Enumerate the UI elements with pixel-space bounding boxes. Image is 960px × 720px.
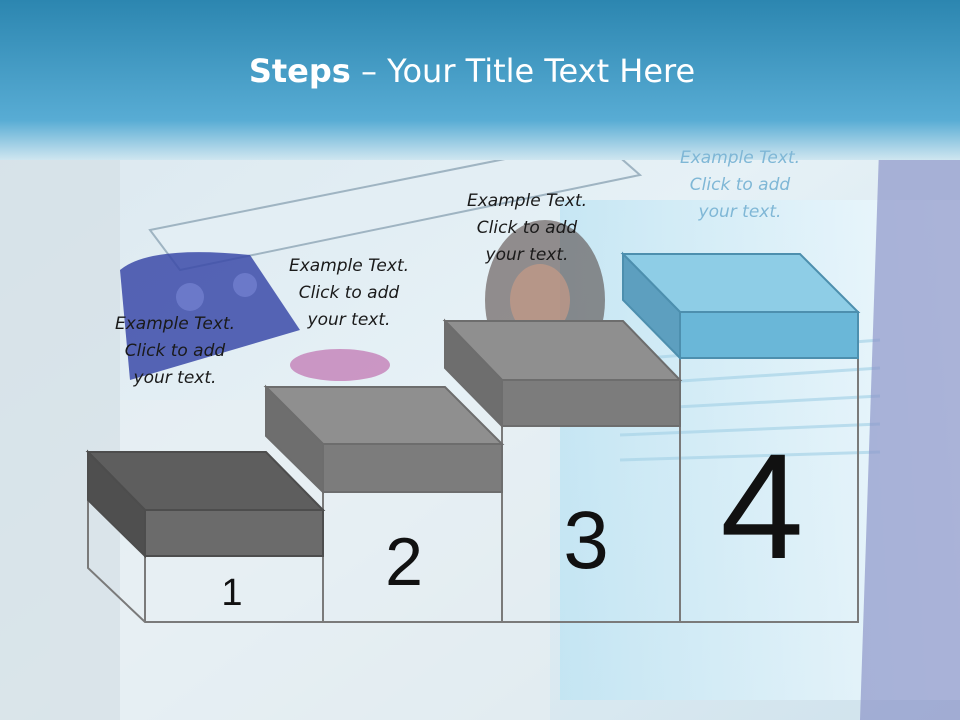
step-4-number: 4 <box>720 422 803 590</box>
caption-line: your text. <box>698 202 782 222</box>
title-bold: Steps <box>248 52 351 90</box>
step-1-caption[interactable]: Example Text. Click to add your text. <box>90 311 260 392</box>
caption-line: Click to add <box>476 218 578 238</box>
step-3-number: 3 <box>563 495 609 586</box>
step-2-caption[interactable]: Example Text. Click to add your text. <box>264 253 434 334</box>
caption-line: Example Text. <box>679 148 801 168</box>
caption-line: Example Text. <box>466 191 588 211</box>
step-1-number: 1 <box>221 572 242 614</box>
caption-line: your text. <box>133 368 217 388</box>
step-2-block[interactable] <box>263 384 505 495</box>
caption-line: Click to add <box>689 175 791 195</box>
caption-line: Click to add <box>124 341 226 361</box>
step-4-block[interactable] <box>620 251 861 361</box>
step-4-caption[interactable]: Example Text. Click to add your text. <box>655 145 825 226</box>
step-3-block[interactable] <box>442 318 683 429</box>
step-3-caption[interactable]: Example Text. Click to add your text. <box>442 188 612 269</box>
caption-line: Click to add <box>298 283 400 303</box>
step-2-number: 2 <box>385 524 423 600</box>
caption-line: Example Text. <box>288 256 410 276</box>
step-1-block[interactable] <box>85 449 326 559</box>
caption-line: your text. <box>485 245 569 265</box>
title-rest: – Your Title Text Here <box>350 52 696 90</box>
caption-line: Example Text. <box>114 314 236 334</box>
slide-title: Steps – Your Title Text Here <box>0 52 944 90</box>
caption-line: your text. <box>307 310 391 330</box>
